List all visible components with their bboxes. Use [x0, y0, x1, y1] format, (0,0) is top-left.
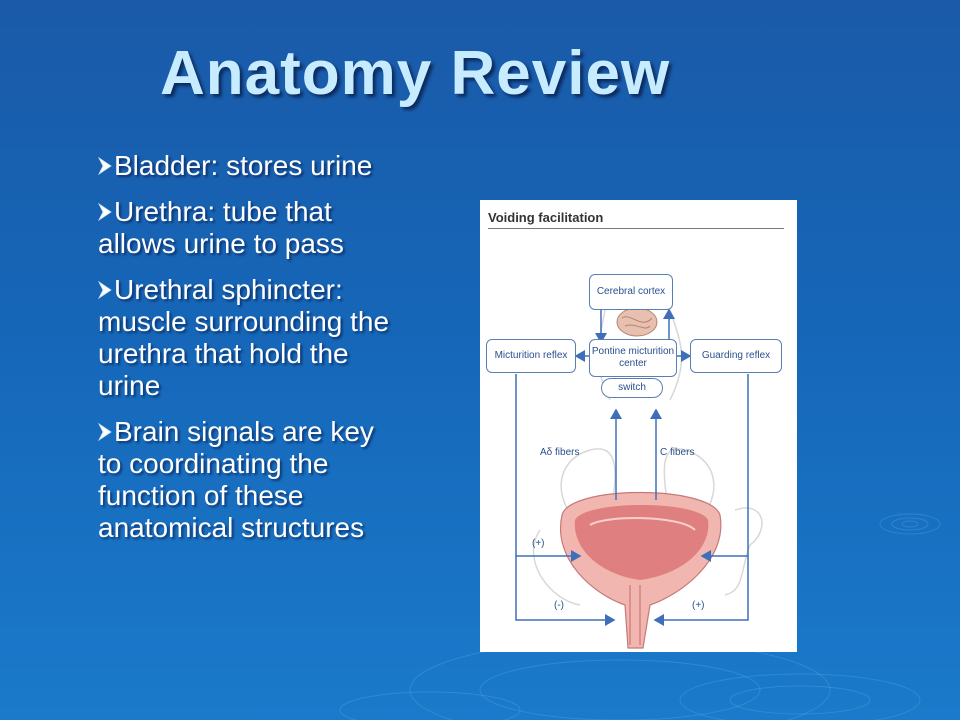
voiding-facilitation-figure: Voiding facilitation Cerebral cortex Pon… — [480, 200, 797, 652]
bullet-item: Urethral sphincter: muscle surrounding t… — [98, 274, 398, 402]
bullet-text: Urethral sphincter: muscle surrounding t… — [98, 274, 390, 401]
positive-right-label: (+) — [692, 600, 705, 611]
arrow-bullet-icon — [98, 157, 112, 175]
arrow-bullet-icon — [98, 281, 112, 299]
pathway-lines — [515, 308, 749, 626]
bullet-item: Bladder: stores urine — [98, 150, 398, 182]
bullet-list: Bladder: stores urine Urethra: tube that… — [98, 150, 398, 558]
bullet-text: Brain signals are key to coordinating th… — [98, 416, 374, 543]
arrow-bullet-icon — [98, 203, 112, 221]
positive-left-label: (+) — [532, 538, 545, 549]
pontine-micturition-center-box: Pontine micturition center — [589, 339, 677, 377]
cerebral-cortex-box: Cerebral cortex — [589, 274, 673, 310]
figure-title-rule — [488, 228, 784, 229]
micturition-reflex-box: Micturition reflex — [486, 339, 576, 373]
switch-box: switch — [601, 378, 663, 398]
a-delta-fibers-label: Aδ fibers — [540, 447, 580, 458]
bullet-text: Urethra: tube that allows urine to pass — [98, 196, 344, 259]
arrow-bullet-icon — [98, 423, 112, 441]
brain-illustration — [616, 307, 658, 337]
guarding-reflex-box: Guarding reflex — [690, 339, 782, 373]
diagram-graphics — [515, 307, 763, 649]
bullet-item: Urethra: tube that allows urine to pass — [98, 196, 398, 260]
bullet-text: Bladder: stores urine — [114, 150, 373, 181]
slide-title: Anatomy Review — [160, 39, 671, 108]
bladder-illustration — [559, 492, 722, 649]
figure-title: Voiding facilitation — [488, 210, 604, 225]
negative-label: (-) — [554, 600, 564, 611]
c-fibers-label: C fibers — [660, 447, 695, 458]
bullet-item: Brain signals are key to coordinating th… — [98, 416, 398, 544]
